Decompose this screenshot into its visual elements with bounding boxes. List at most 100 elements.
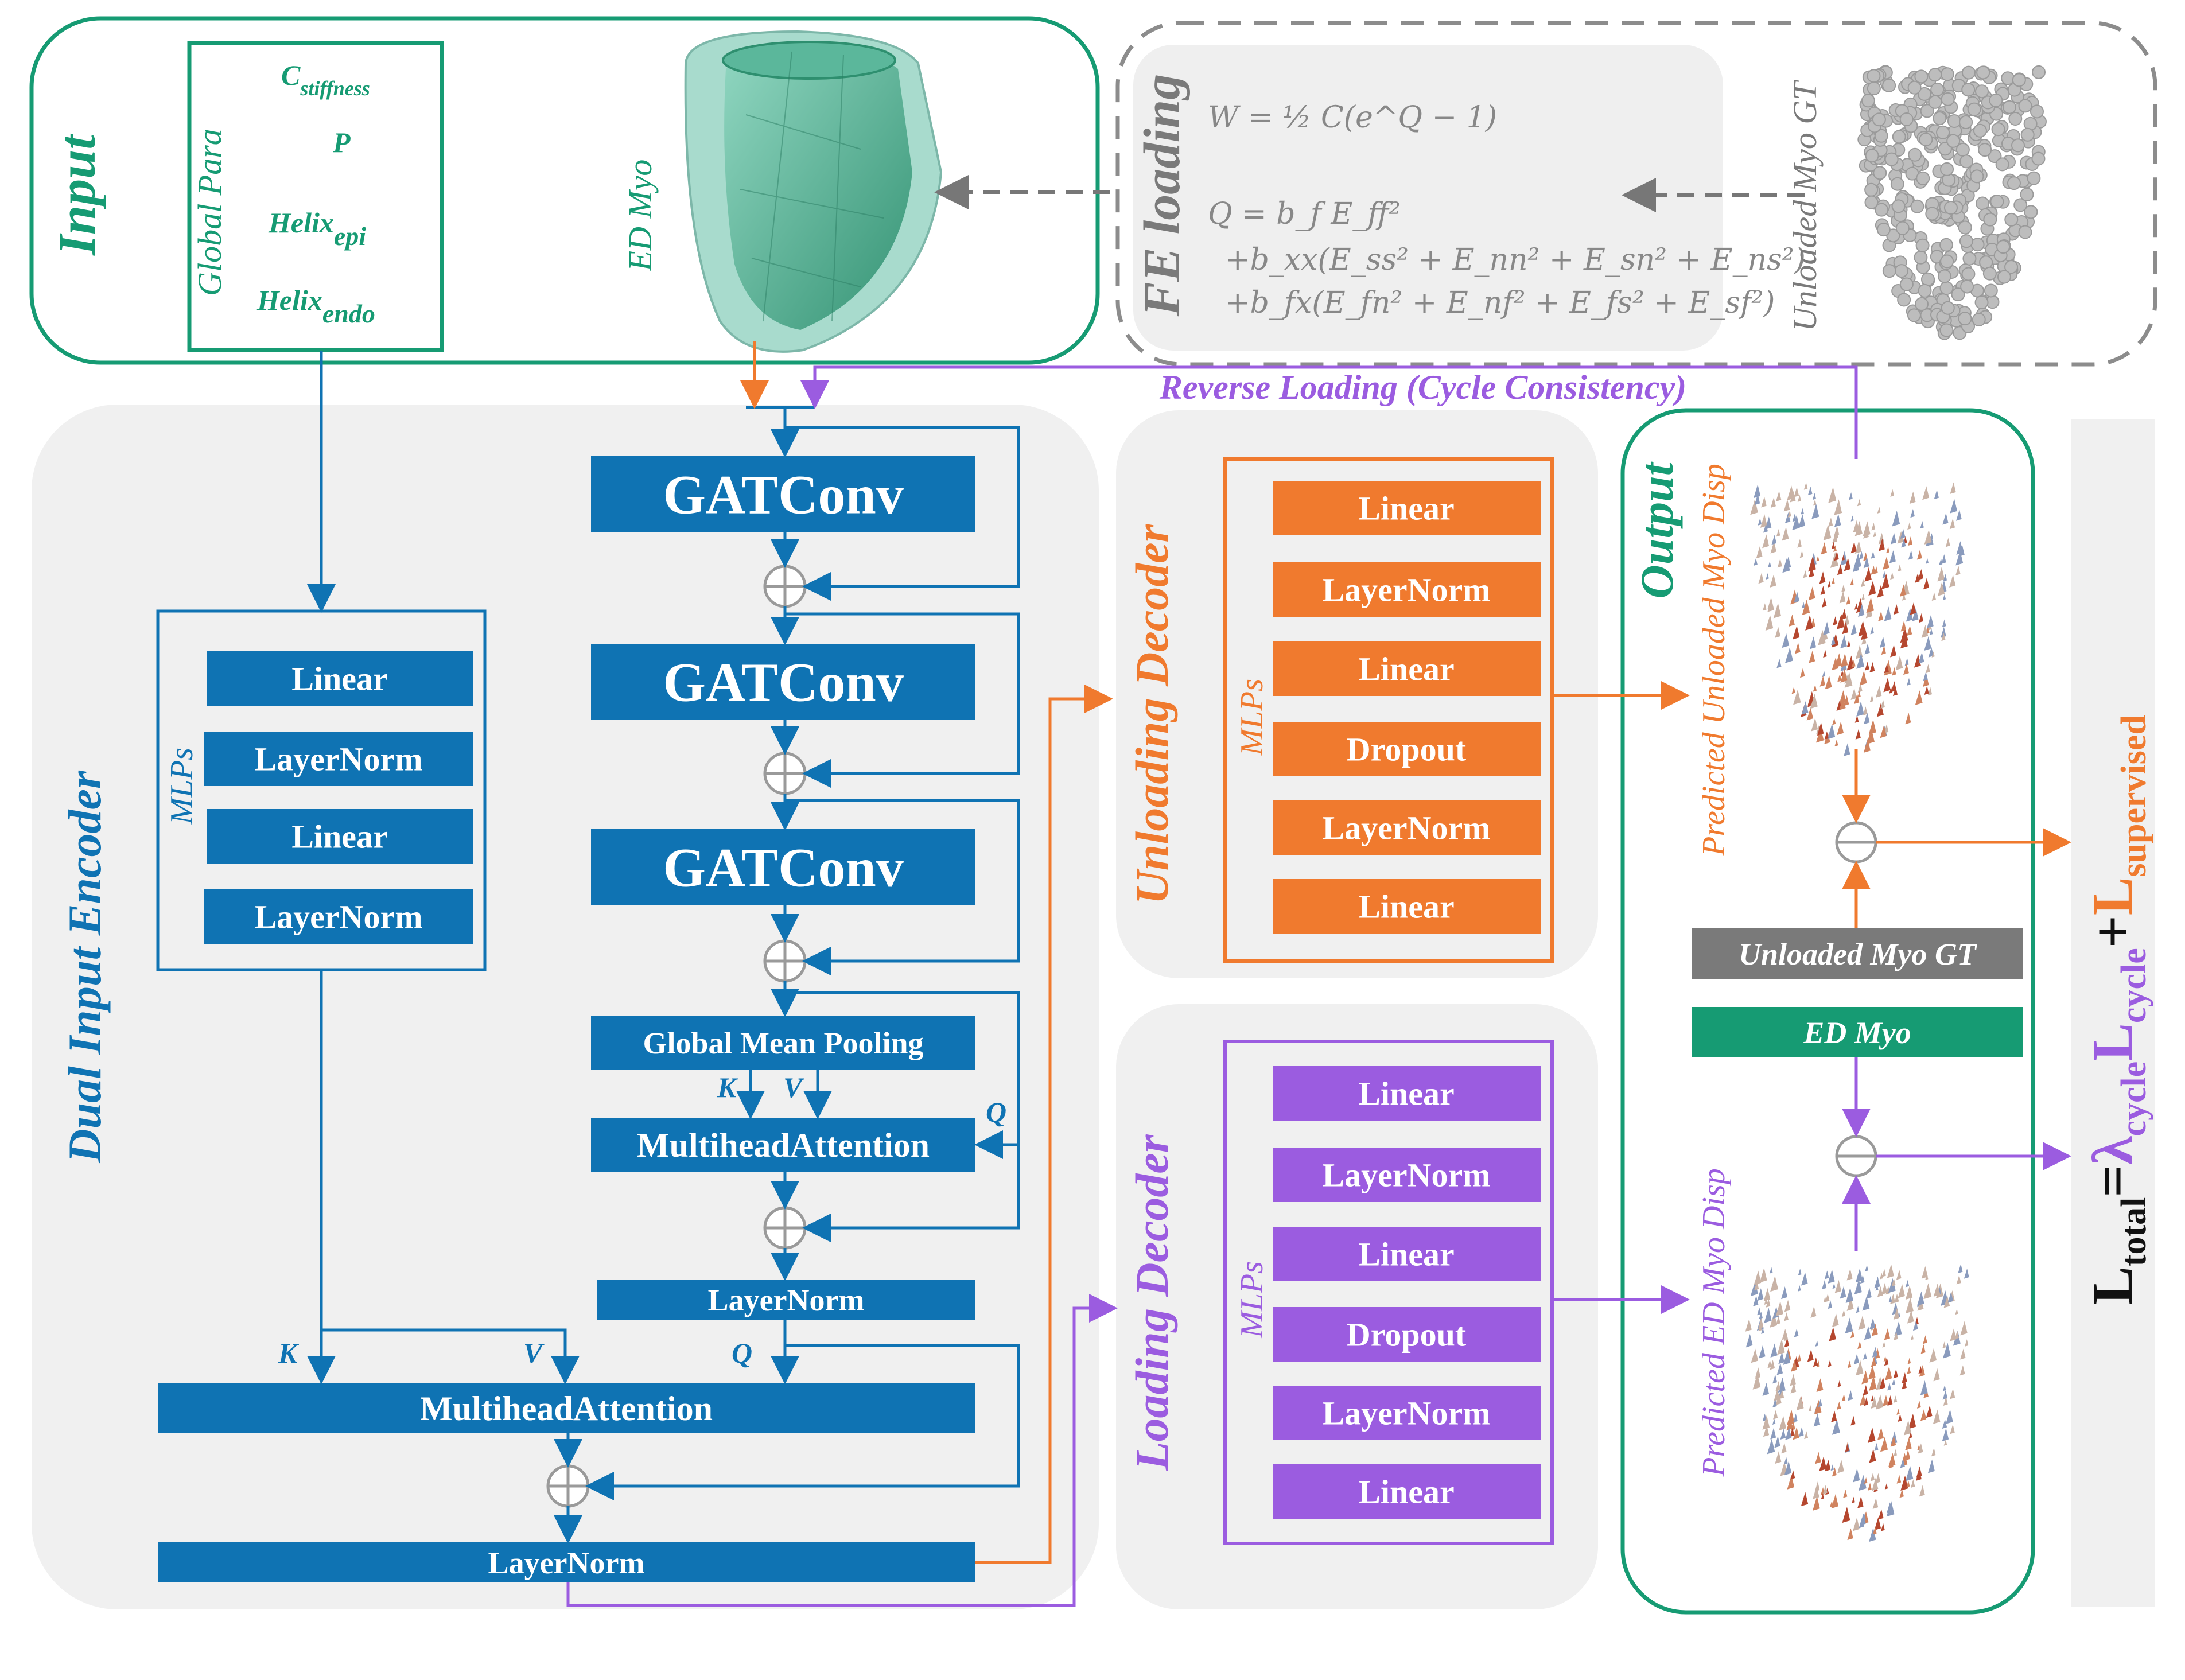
unloaded-myo-gt-pointcloud <box>1857 65 2047 340</box>
loading-layer: Linear <box>1273 1227 1541 1281</box>
svg-text:Linear: Linear <box>1358 1075 1455 1113</box>
attn1-v-label: V <box>783 1071 804 1103</box>
fe-eq-1: W = ½ C(e^Q − 1) <box>1208 100 1497 135</box>
layernorm-block-2: LayerNorm <box>158 1542 975 1582</box>
ed-myo-box: ED Myo <box>1692 1007 2023 1057</box>
svg-text:Unloaded Myo GT: Unloaded Myo GT <box>1739 937 1977 971</box>
encoder-title: Dual Input Encoder <box>59 770 111 1164</box>
ed-myo-input-label: ED Myo <box>621 160 659 272</box>
residual-add-icon <box>763 565 807 608</box>
svg-text:LayerNorm: LayerNorm <box>1322 1395 1490 1432</box>
fe-loading-title: FE loading <box>1134 74 1191 317</box>
svg-text:GATConv: GATConv <box>663 652 904 713</box>
svg-text:ED Myo: ED Myo <box>1803 1016 1911 1050</box>
predicted-unloaded-disp-field-image <box>1750 482 1965 756</box>
ed-myo-mesh-image <box>684 30 943 353</box>
predicted-ed-disp-field-image <box>1745 1263 1969 1542</box>
unloading-layer: Linear <box>1273 481 1541 535</box>
attn2-v-label: V <box>523 1337 545 1369</box>
svg-text:LayerNorm: LayerNorm <box>1322 571 1490 609</box>
param-helix-endo: Helixendo <box>256 284 375 328</box>
global-mean-pooling-block: Global Mean Pooling <box>591 1016 975 1070</box>
unloading-layer: Linear <box>1273 879 1541 934</box>
residual-add-icon <box>763 1206 807 1250</box>
fe-eq-2: Q = b_f E_ff² <box>1208 197 1401 231</box>
unloading-mlps-label: MLPs <box>1234 679 1270 756</box>
unloading-layer: Dropout <box>1273 722 1541 776</box>
svg-text:Linear: Linear <box>291 660 388 698</box>
svg-text:Linear: Linear <box>1358 1236 1455 1273</box>
encoder-mlp-layer: Linear <box>207 651 473 706</box>
loading-mlps-label: MLPs <box>1234 1261 1270 1339</box>
subtract-icon <box>1835 1135 1877 1177</box>
svg-text:LayerNorm: LayerNorm <box>708 1283 865 1317</box>
gatconv-block: GATConv <box>591 644 975 720</box>
param-helix-epi: Helixepi <box>268 207 366 251</box>
svg-text:Linear: Linear <box>1358 490 1455 527</box>
global-para-label: Global Para <box>191 129 228 296</box>
svg-text:LayerNorm: LayerNorm <box>1322 1157 1490 1194</box>
unloading-layer: LayerNorm <box>1273 562 1541 617</box>
residual-add-icon <box>763 752 807 795</box>
encoder-mlp-layer: LayerNorm <box>204 732 473 786</box>
pred-ed-label: Predicted ED Myo Disp <box>1696 1168 1732 1477</box>
gatconv-block: GATConv <box>591 456 975 532</box>
pred-unloaded-label: Predicted Unloaded Myo Disp <box>1696 464 1732 857</box>
loading-layer: LayerNorm <box>1273 1148 1541 1202</box>
reverse-loading-label: Reverse Loading (Cycle Consistency) <box>1159 368 1686 406</box>
subtract-icon <box>1835 821 1877 864</box>
loading-layer: Linear <box>1273 1066 1541 1121</box>
decoder-connections <box>566 341 2071 1607</box>
unloading-layer: LayerNorm <box>1273 800 1541 855</box>
unloaded-gt-label: Unloaded Myo GT <box>1786 80 1824 332</box>
svg-text:Linear: Linear <box>1358 651 1455 688</box>
multihead-attention-block-1: MultiheadAttention <box>591 1118 975 1172</box>
encoder-mlps-label: MLPs <box>164 748 200 825</box>
svg-text:Linear: Linear <box>1358 1473 1455 1511</box>
unloaded-myo-gt-box: Unloaded Myo GT <box>1692 928 2023 979</box>
loading-decoder-title: Loading Decoder <box>1126 1134 1178 1471</box>
gatconv-block: GATConv <box>591 829 975 905</box>
encoder-mlp-layer: Linear <box>207 809 473 864</box>
residual-add-icon <box>763 939 807 983</box>
fe-loading-inner <box>1133 45 1723 351</box>
svg-text:Linear: Linear <box>291 818 388 855</box>
residual-add-icon <box>546 1464 590 1508</box>
input-title: Input <box>48 134 106 256</box>
svg-text:LayerNorm: LayerNorm <box>254 899 422 936</box>
output-title: Output <box>1631 461 1683 598</box>
attn2-q-label: Q <box>732 1337 752 1369</box>
svg-text:LayerNorm: LayerNorm <box>254 741 422 778</box>
svg-text:GATConv: GATConv <box>663 464 904 526</box>
loading-layer: Dropout <box>1273 1307 1541 1362</box>
loss-panel <box>2071 419 2155 1607</box>
multihead-attention-block-2: MultiheadAttention <box>158 1383 975 1433</box>
svg-text:LayerNorm: LayerNorm <box>1322 810 1490 847</box>
svg-text:MultiheadAttention: MultiheadAttention <box>420 1390 713 1428</box>
loading-mlp-frame <box>1223 1040 1554 1545</box>
svg-text:LayerNorm: LayerNorm <box>488 1546 645 1580</box>
layernorm-block-1: LayerNorm <box>597 1280 975 1320</box>
attn1-q-label: Q <box>986 1096 1006 1128</box>
svg-text:Dropout: Dropout <box>1347 731 1467 768</box>
attn2-k-label: K <box>278 1337 300 1369</box>
encoder-mlp-layer: LayerNorm <box>204 889 473 944</box>
svg-text:Linear: Linear <box>1358 888 1455 925</box>
loading-layer: Linear <box>1273 1464 1541 1519</box>
fe-eq-3: +b_xx(E_ss² + E_nn² + E_sn² + E_ns²) <box>1225 243 1806 277</box>
unloading-layer: Linear <box>1273 641 1541 696</box>
unloading-decoder-title: Unloading Decoder <box>1126 524 1178 905</box>
svg-text:Dropout: Dropout <box>1347 1316 1467 1354</box>
fe-eq-4: +b_fx(E_fn² + E_nf² + E_fs² + E_sf²) <box>1225 286 1775 320</box>
svg-text:MultiheadAttention: MultiheadAttention <box>637 1126 930 1164</box>
loading-layer: LayerNorm <box>1273 1386 1541 1440</box>
global-para-frame <box>187 41 444 352</box>
loss-equation: Ltotal=λcycleLcycle+Lsupervised <box>2081 715 2153 1305</box>
attn1-k-label: K <box>717 1071 738 1103</box>
encoder-connections <box>307 351 1020 1544</box>
unloading-mlp-frame <box>1223 457 1554 963</box>
param-stiffness: Cstiffness <box>281 59 370 100</box>
svg-text:GATConv: GATConv <box>663 837 904 899</box>
